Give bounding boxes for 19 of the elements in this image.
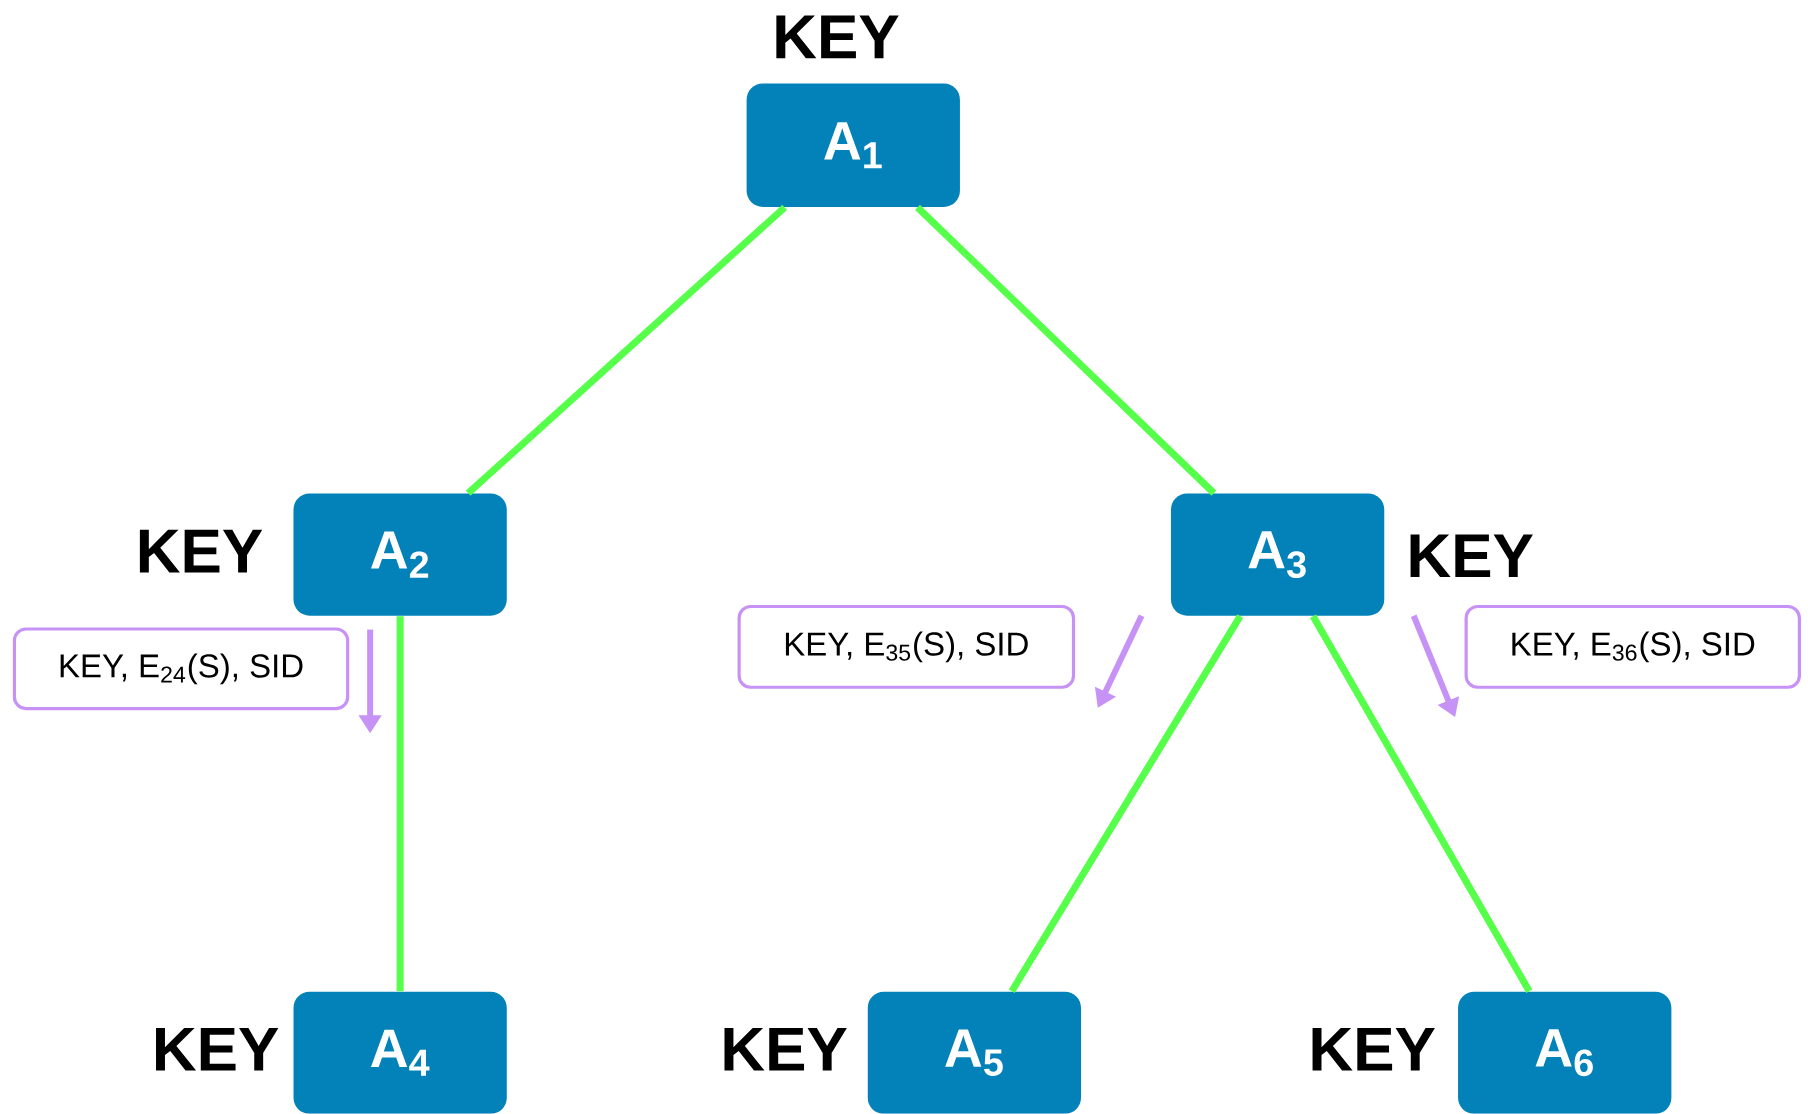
connector-line bbox=[1310, 614, 1533, 994]
key-label: KEY bbox=[776, 15, 899, 59]
message-box: KEY, E$_{36}$(S), SID bbox=[1464, 604, 1801, 689]
connector-line bbox=[1008, 614, 1244, 994]
process-box: A$_{4}$ bbox=[293, 991, 507, 1114]
message-box: KEY, E$_{35}$(S), SID bbox=[737, 604, 1076, 689]
process-box: A$_{1}$ bbox=[746, 83, 960, 208]
key-label: KEY bbox=[1312, 1028, 1435, 1071]
connector-line bbox=[915, 204, 1217, 496]
process-box: A$_{5}$ bbox=[867, 991, 1081, 1114]
key-label: KEY bbox=[1410, 534, 1533, 578]
connector-line bbox=[465, 204, 788, 496]
process-box: A$_{3}$ bbox=[1170, 493, 1385, 616]
message-box: KEY, E$_{24}$(S), SID bbox=[12, 627, 350, 711]
key-label: KEY bbox=[156, 1028, 279, 1071]
key-label: KEY bbox=[139, 529, 263, 573]
key-label: KEY bbox=[724, 1028, 847, 1071]
process-box: A$_{6}$ bbox=[1458, 991, 1672, 1114]
process-box: A$_{2}$ bbox=[293, 493, 507, 616]
